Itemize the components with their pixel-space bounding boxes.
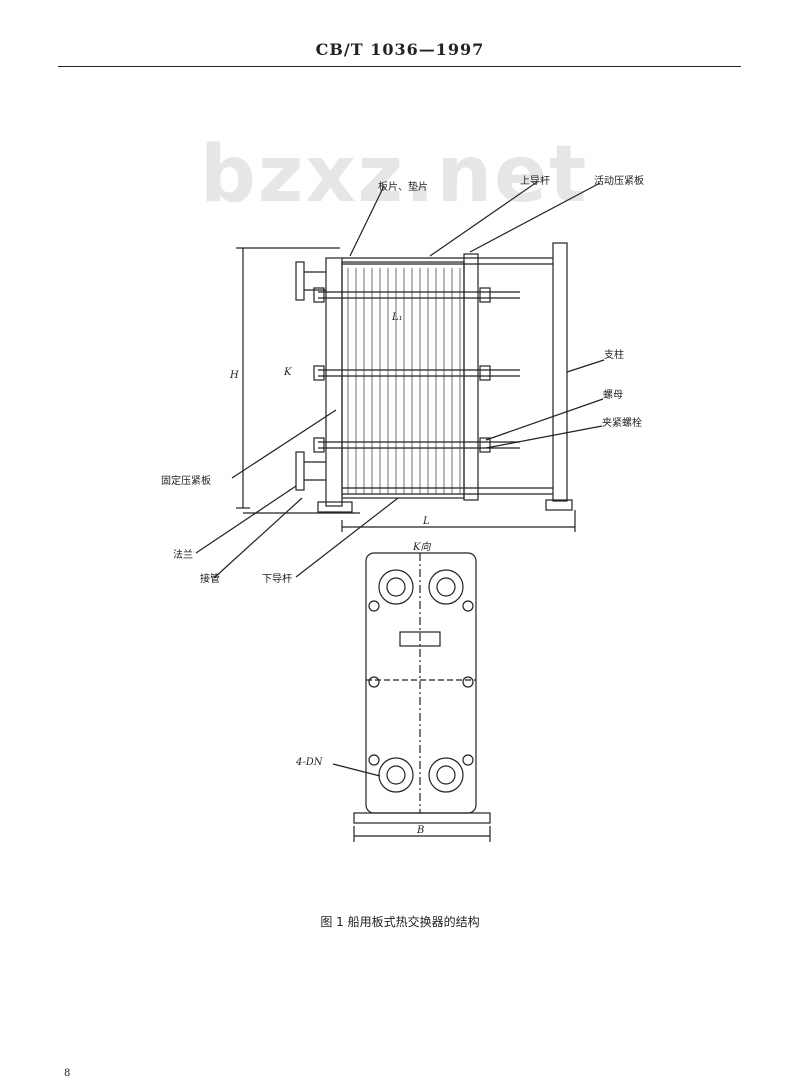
dim-H: H [230, 370, 239, 381]
dim-L: L [423, 516, 430, 527]
label-column: 支柱 [604, 350, 624, 361]
page-number: 8 [64, 1068, 71, 1079]
figure-caption: 图 1 船用板式热交换器的结构 [320, 915, 480, 929]
label-lower-guide-bar: 下导杆 [262, 574, 292, 585]
label-plate-gasket: 板片、垫片 [378, 182, 428, 193]
standard-code-header: CB/T 1036—1997 [315, 40, 485, 59]
label-upper-guide-bar: 上导杆 [520, 176, 550, 187]
label-dn: 4-DN [296, 757, 323, 768]
header-rule [58, 66, 741, 67]
dim-B: B [417, 825, 425, 836]
dim-K-view: K向 [413, 542, 431, 553]
label-movable-pressure-plate: 活动压紧板 [594, 176, 644, 187]
dim-L1: L₁ [392, 312, 403, 323]
label-fixed-pressure-plate: 固定压紧板 [161, 476, 211, 487]
label-nut: 螺母 [603, 390, 623, 401]
label-nozzle: 接管 [200, 574, 220, 585]
label-flange: 法兰 [173, 550, 193, 561]
label-clamping-bolt: 夹紧螺栓 [602, 418, 642, 429]
watermark: bzxz.net [200, 130, 589, 220]
dim-K: K [284, 367, 292, 378]
